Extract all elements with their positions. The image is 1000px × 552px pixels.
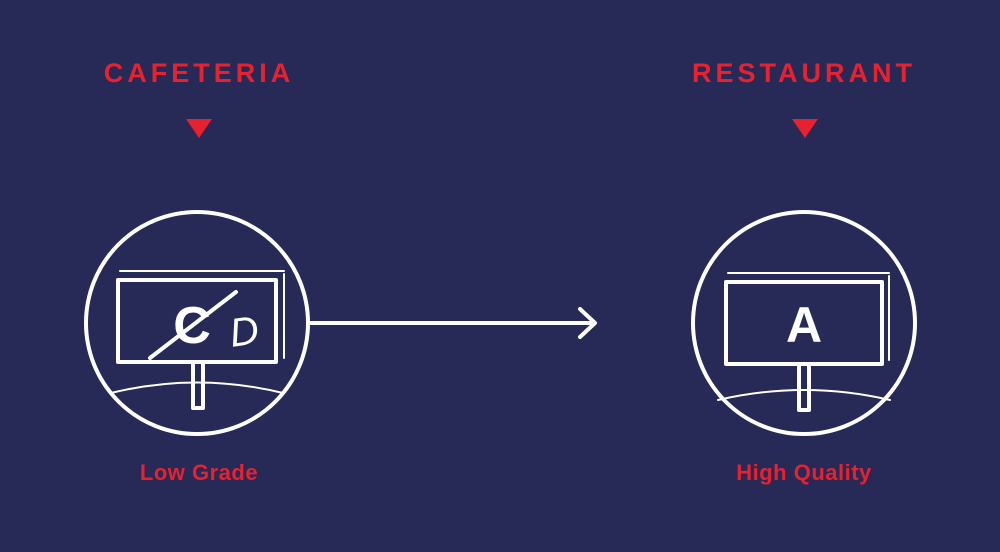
right-down-triangle-icon (792, 119, 818, 138)
restaurant-heading: RESTAURANT (692, 58, 916, 88)
left-grade-old: C (173, 297, 211, 355)
left-grade-new: D (227, 308, 262, 356)
cafeteria-heading: CAFETERIA (103, 58, 295, 88)
right-grade-sign-icon (691, 210, 917, 436)
left-down-triangle-icon (186, 119, 212, 138)
right-arrow-icon (308, 307, 597, 339)
right-grade: A (786, 297, 822, 353)
high-quality-caption: High Quality (736, 460, 872, 485)
low-grade-caption: Low Grade (139, 460, 259, 485)
